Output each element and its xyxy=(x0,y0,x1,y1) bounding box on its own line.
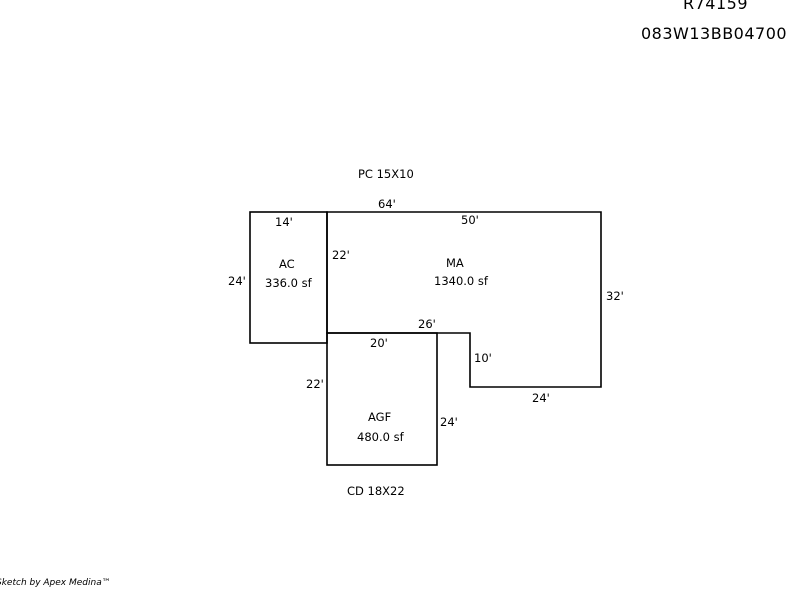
dim-ma-top: 50' xyxy=(461,213,479,227)
dim-step-vertical: 10' xyxy=(474,351,492,365)
ma-area: 1340.0 sf xyxy=(434,274,488,288)
ac-area: 336.0 sf xyxy=(265,276,312,290)
sketch-credit: Sketch by Apex Medina™ xyxy=(0,578,111,588)
dim-top-total: 64' xyxy=(378,197,396,211)
dim-ma-right: 32' xyxy=(606,289,624,303)
agf-room-outline xyxy=(326,332,438,466)
dim-agf-left: 22' xyxy=(306,377,324,391)
ma-code: MA xyxy=(446,256,464,270)
deck-label: CD 18X22 xyxy=(347,484,405,498)
ac-code: AC xyxy=(279,257,295,271)
dim-ma-inner-left: 22' xyxy=(332,248,350,262)
dim-ac-top: 14' xyxy=(275,215,293,229)
agf-area: 480.0 sf xyxy=(357,430,404,444)
record-id: R74159 xyxy=(683,0,749,13)
porch-label: PC 15X10 xyxy=(358,167,414,181)
dim-agf-right: 24' xyxy=(440,415,458,429)
dim-agf-top: 20' xyxy=(370,336,388,350)
ma-room-outline xyxy=(326,211,602,388)
dim-ac-left: 24' xyxy=(228,274,246,288)
dim-ma-bottom: 24' xyxy=(532,391,550,405)
dim-step-top: 26' xyxy=(418,317,436,331)
agf-code: AGF xyxy=(368,410,392,424)
parcel-id: 083W13BB04700 xyxy=(641,24,788,43)
